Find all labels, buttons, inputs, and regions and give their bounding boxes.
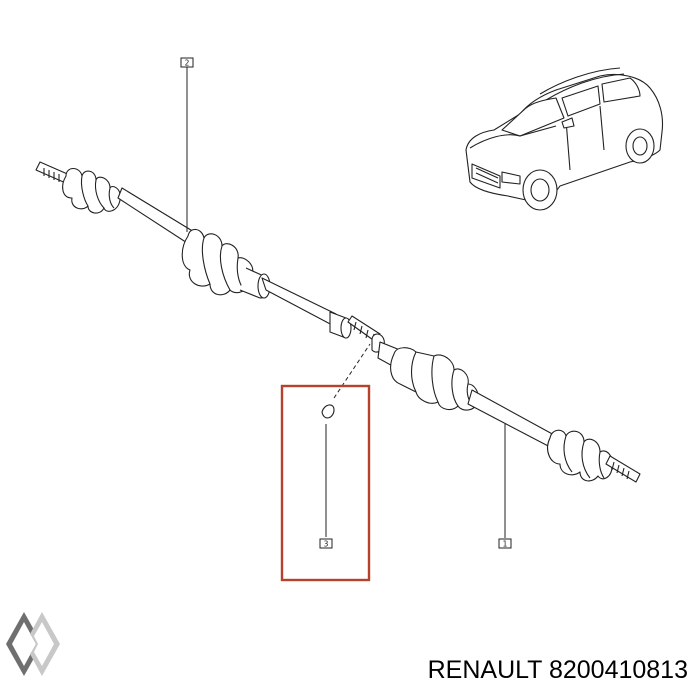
dashed-leader-line (333, 343, 371, 399)
left-stub-shaft (35, 161, 73, 185)
right-shaft-tube (467, 389, 557, 449)
left-outer-cv-boot (62, 167, 121, 214)
callout-text-1: 1 (503, 540, 508, 549)
drive-shaft-assembly (35, 161, 641, 483)
callout-label-2: 2 (180, 57, 194, 68)
part-number: 8200410813 (549, 656, 688, 684)
brand-name: RENAULT (428, 656, 543, 684)
o-ring-part (321, 404, 335, 419)
inner-joint-boot (181, 228, 271, 299)
suv-car-icon (465, 67, 664, 211)
leader-lines (186, 67, 506, 538)
right-inner-joint-boot (390, 347, 479, 411)
footer-caption: RENAULT 8200410813 (428, 656, 688, 684)
renault-diamond-icon (6, 612, 60, 676)
part-number-gap (542, 656, 549, 684)
right-stub-shaft (605, 455, 641, 483)
callout-text-2: 2 (185, 59, 190, 68)
callout-text-3: 3 (324, 540, 329, 549)
callout-label-1: 1 (498, 538, 512, 549)
intermediate-shaft (261, 277, 337, 327)
highlight-frame (280, 384, 371, 582)
callout-label-3: 3 (319, 538, 333, 549)
right-outer-cv-boot (547, 429, 613, 482)
